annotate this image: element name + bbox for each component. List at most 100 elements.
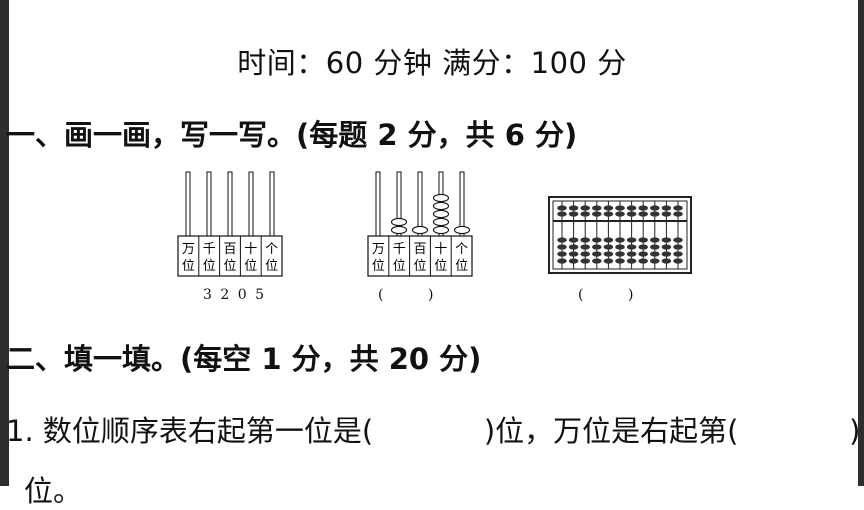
abacus-lower-bead bbox=[557, 237, 567, 243]
exam-time-and-score: 时间：60 分钟 满分：100 分 bbox=[237, 46, 627, 80]
rod bbox=[227, 171, 233, 239]
abacus-bead bbox=[432, 201, 450, 211]
abacus-lower-bead bbox=[603, 251, 614, 257]
abacus-lower-bead bbox=[557, 258, 567, 264]
abacus-lower-bead bbox=[673, 244, 683, 250]
label-qian: 千 bbox=[203, 242, 216, 257]
label-wei: 位 bbox=[182, 259, 195, 274]
abacus-upper-bead bbox=[603, 211, 614, 217]
label-wei: 位 bbox=[393, 259, 406, 274]
rod bbox=[185, 171, 191, 239]
abacus-lower-bead bbox=[638, 244, 648, 250]
abacus-lower-bead bbox=[661, 258, 672, 264]
abacus-lower-bead bbox=[661, 251, 672, 257]
abacus-upper-bead bbox=[568, 211, 579, 217]
label-wei: 位 bbox=[455, 259, 468, 274]
abacus-lower-bead bbox=[626, 244, 637, 250]
label-box bbox=[367, 235, 473, 277]
abacus-lower-bead bbox=[638, 258, 648, 264]
abacus-lower-bead bbox=[580, 258, 590, 264]
abacus-lower-bead bbox=[592, 258, 602, 264]
abacus-lower-bead bbox=[673, 237, 683, 243]
label-wei: 位 bbox=[265, 259, 278, 274]
right-border-bar bbox=[858, 0, 864, 486]
abacus-lower-bead bbox=[592, 244, 602, 250]
abacus-lower-bead bbox=[615, 258, 625, 264]
abacus-lower-bead bbox=[603, 258, 614, 264]
abacus-lower-bead bbox=[626, 251, 637, 257]
abacus-figure-2: 万 位 千 位 百 位 十 位 个 位 bbox=[367, 171, 473, 277]
figure-2-answer-blank[interactable]: ( ) bbox=[378, 287, 434, 303]
label-wei: 位 bbox=[244, 259, 257, 274]
abacus-lower-bead bbox=[673, 251, 683, 257]
abacus-lower-bead bbox=[603, 237, 614, 243]
abacus-bead bbox=[432, 217, 450, 227]
label-bai: 百 bbox=[413, 242, 426, 257]
abacus-bead bbox=[432, 225, 450, 235]
rod bbox=[269, 171, 275, 239]
abacus-upper-bead bbox=[592, 211, 602, 217]
question-1-continuation: 位。 bbox=[24, 474, 83, 508]
abacus-lower-bead bbox=[626, 258, 637, 264]
left-border-bar bbox=[0, 0, 9, 486]
abacus-upper-bead bbox=[673, 211, 683, 217]
abacus-lower-bead bbox=[580, 237, 590, 243]
label-box bbox=[177, 235, 283, 277]
rod bbox=[248, 171, 254, 239]
abacus-upper-bead bbox=[673, 205, 683, 211]
label-shi: 十 bbox=[434, 242, 447, 257]
abacus-lower-bead bbox=[580, 251, 590, 257]
abacus-lower-bead bbox=[557, 251, 567, 257]
label-bai: 百 bbox=[223, 242, 236, 257]
abacus-lower-bead bbox=[557, 244, 567, 250]
abacus-lower-bead bbox=[650, 258, 660, 264]
abacus-lower-bead bbox=[650, 251, 660, 257]
abacus-lower-bead bbox=[638, 237, 648, 243]
abacus-upper-bead bbox=[650, 211, 660, 217]
abacus-upper-bead bbox=[638, 211, 648, 217]
figure-3-answer-blank[interactable]: ( ) bbox=[578, 287, 634, 303]
section-1-title: 一、画一画，写一写。(每题 2 分，共 6 分) bbox=[6, 118, 578, 152]
abacus-lower-bead bbox=[638, 251, 648, 257]
label-wei: 位 bbox=[372, 259, 385, 274]
abacus-bead bbox=[432, 209, 450, 219]
abacus-upper-bead bbox=[592, 205, 602, 211]
abacus-bead bbox=[390, 225, 408, 235]
abacus-lower-bead bbox=[673, 258, 683, 264]
abacus-upper-bead bbox=[626, 211, 637, 217]
label-wei: 位 bbox=[223, 259, 236, 274]
abacus-upper-bead bbox=[661, 205, 672, 211]
abacus-lower-bead bbox=[568, 244, 579, 250]
label-wan: 万 bbox=[182, 242, 195, 257]
abacus-bead bbox=[453, 225, 471, 235]
label-wan: 万 bbox=[372, 242, 385, 257]
abacus-bead bbox=[411, 225, 429, 235]
abacus-rods bbox=[185, 171, 275, 239]
label-wei: 位 bbox=[434, 259, 447, 274]
abacus-lower-bead bbox=[615, 244, 625, 250]
abacus-bead bbox=[432, 193, 450, 203]
label-ge: 个 bbox=[455, 242, 468, 257]
label-shi: 十 bbox=[244, 242, 257, 257]
abacus-upper-bead bbox=[638, 205, 648, 211]
abacus-upper-bead bbox=[580, 211, 590, 217]
abacus-lower-bead bbox=[580, 244, 590, 250]
label-wei: 位 bbox=[413, 259, 426, 274]
abacus-lower-bead bbox=[568, 251, 579, 257]
abacus-upper-bead bbox=[615, 205, 625, 211]
abacus-lower-bead bbox=[568, 258, 579, 264]
section-2-title: 二、填一填。(每空 1 分，共 20 分) bbox=[6, 342, 482, 376]
abacus-lower-bead bbox=[661, 237, 672, 243]
abacus-lower-bead bbox=[615, 251, 625, 257]
rod bbox=[206, 171, 212, 239]
abacus-upper-bead bbox=[557, 211, 567, 217]
abacus-upper-bead bbox=[650, 205, 660, 211]
abacus-beads bbox=[390, 193, 471, 235]
abacus-upper-bead bbox=[626, 205, 637, 211]
abacus-lower-bead bbox=[603, 244, 614, 250]
abacus-lower-bead bbox=[592, 251, 602, 257]
abacus-lower-bead bbox=[592, 237, 602, 243]
abacus-upper-bead bbox=[580, 205, 590, 211]
abacus-lower-bead bbox=[650, 244, 660, 250]
abacus-lower-bead bbox=[615, 237, 625, 243]
